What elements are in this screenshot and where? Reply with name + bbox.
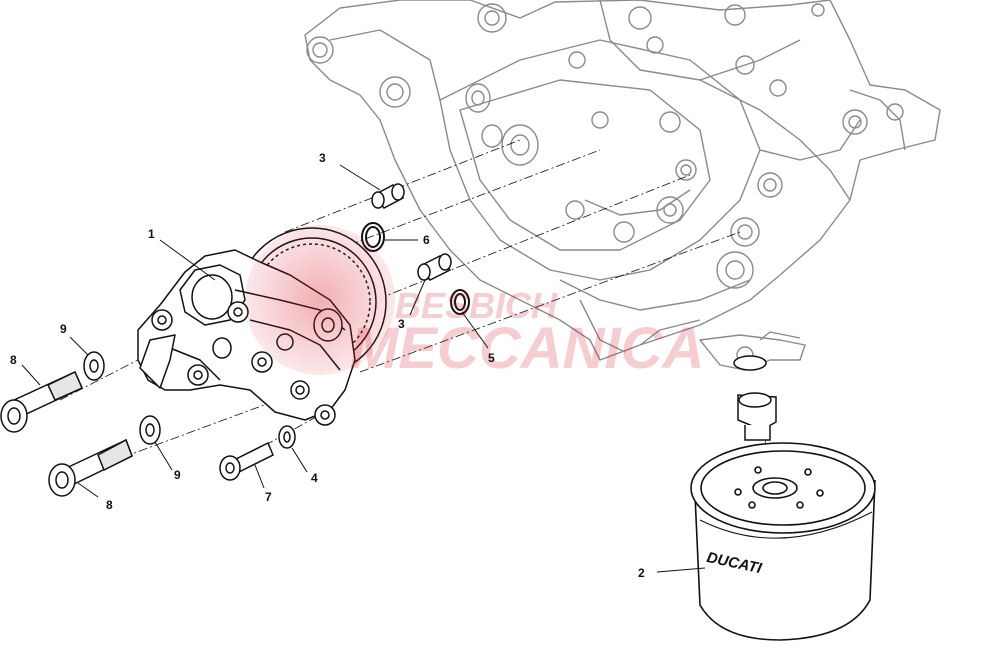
callout-6: 6: [423, 233, 430, 247]
washer-9-upper: [83, 351, 105, 381]
bolt-8-lower: [48, 438, 133, 497]
bushing-upper: [371, 183, 405, 209]
crankcase-housing: [304, 0, 941, 371]
watermark-logo: BESBICH MECCANICA: [245, 225, 704, 381]
washer-9-lower: [139, 415, 161, 445]
watermark-line-2: MECCANICA: [350, 316, 704, 381]
callout-5: 5: [488, 351, 495, 365]
callout-7: 7: [265, 490, 272, 504]
callout-labels: 1 2 3 3 4 5 6 7 8 8 9 9: [10, 151, 645, 580]
callout-9-lower: 9: [174, 468, 181, 482]
o-ring-lower: [450, 289, 470, 315]
callout-3-lower: 3: [398, 317, 405, 331]
watermark-line-1: BESBICH: [395, 285, 558, 326]
callout-1: 1: [148, 227, 155, 241]
callout-8-upper: 8: [10, 353, 17, 367]
bolt-7: [219, 441, 274, 481]
callout-2: 2: [638, 566, 645, 580]
bushing-lower: [417, 253, 452, 281]
callout-3-upper: 3: [319, 151, 326, 165]
leader-lines: [21, 164, 706, 573]
bolt-8-upper: [0, 370, 83, 433]
filter-nipple: [733, 355, 777, 441]
callout-8-lower: 8: [106, 498, 113, 512]
callout-9-upper: 9: [60, 322, 67, 336]
oil-filter: DUCATI: [690, 442, 876, 641]
callout-4: 4: [311, 471, 318, 485]
washer-4: [278, 425, 296, 449]
